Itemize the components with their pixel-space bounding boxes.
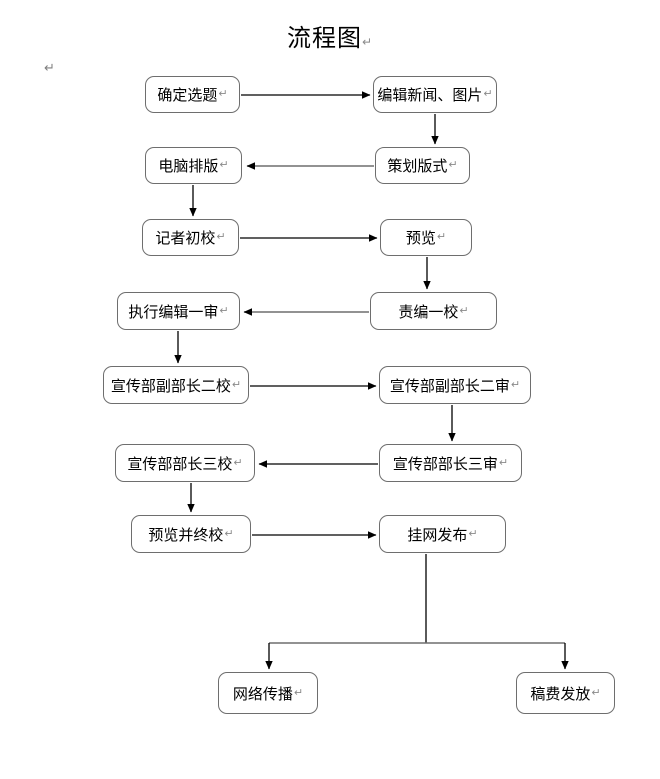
edge-publish-online-split xyxy=(265,554,569,670)
node-return-mark: ↵ xyxy=(498,455,509,469)
page-title: 流程图↵ xyxy=(0,18,660,53)
node-label: 预览 xyxy=(405,229,436,247)
node-label: 宣传部副部长二审 xyxy=(389,376,510,395)
node-return-mark: ↵ xyxy=(219,303,229,317)
node-reporter-first-proof[interactable]: 记者初校↵ xyxy=(142,219,239,256)
node-deputy-director-second-proof[interactable]: 宣传部副部长二校↵ xyxy=(103,366,249,404)
node-computer-typesetting[interactable]: 电脑排版↵ xyxy=(145,147,242,184)
node-preview-and-final-proof[interactable]: 预览并终校↵ xyxy=(131,515,251,553)
node-network-dissemination[interactable]: 网络传播↵ xyxy=(218,672,318,714)
node-return-mark: ↵ xyxy=(293,685,304,699)
node-label: 宣传部部长三校 xyxy=(127,454,233,473)
node-return-mark: ↵ xyxy=(219,158,229,171)
node-label: 确定选题 xyxy=(157,86,218,104)
node-return-mark: ↵ xyxy=(483,87,493,100)
node-label: 策划版式 xyxy=(387,157,448,175)
node-label: 电脑排版 xyxy=(158,157,219,175)
node-confirm-topic[interactable]: 确定选题↵ xyxy=(145,76,240,113)
node-return-mark: ↵ xyxy=(591,685,601,699)
node-return-mark: ↵ xyxy=(459,303,469,317)
node-label: 责编一校 xyxy=(398,302,459,321)
node-label: 挂网发布 xyxy=(407,525,468,544)
node-label: 宣传部副部长二校 xyxy=(110,376,231,395)
node-return-mark: ↵ xyxy=(231,377,242,391)
node-director-third-review[interactable]: 宣传部部长三审↵ xyxy=(379,444,522,482)
node-return-mark: ↵ xyxy=(448,158,458,171)
node-return-mark: ↵ xyxy=(218,87,228,100)
node-label: 编辑新闻、图片 xyxy=(377,86,483,104)
node-deputy-director-second-review[interactable]: 宣传部副部长二审↵ xyxy=(379,366,531,404)
node-label: 执行编辑一审 xyxy=(128,302,219,321)
node-return-mark: ↵ xyxy=(468,526,478,540)
node-publish-online[interactable]: 挂网发布↵ xyxy=(379,515,506,553)
node-return-mark: ↵ xyxy=(224,526,234,540)
node-label: 预览并终校 xyxy=(148,525,224,544)
node-return-mark: ↵ xyxy=(436,230,447,243)
node-label: 稿费发放 xyxy=(530,684,591,703)
page-title-text: 流程图 xyxy=(286,24,362,52)
node-managing-editor-first-proof[interactable]: 责编一校↵ xyxy=(370,292,497,330)
page-title-return-mark: ↵ xyxy=(361,35,374,49)
node-label: 网络传播 xyxy=(232,684,293,703)
node-director-third-proof[interactable]: 宣传部部长三校↵ xyxy=(115,444,255,482)
node-edit-news-and-photos[interactable]: 编辑新闻、图片↵ xyxy=(373,76,497,113)
node-return-mark: ↵ xyxy=(233,455,243,469)
node-return-mark: ↵ xyxy=(510,377,521,391)
node-executive-editor-first-review[interactable]: 执行编辑一审↵ xyxy=(117,292,240,330)
stray-return-mark: ↵ xyxy=(44,61,55,76)
node-payment-distribution[interactable]: 稿费发放↵ xyxy=(516,672,615,714)
node-label: 记者初校 xyxy=(155,229,216,247)
node-return-mark: ↵ xyxy=(216,230,226,243)
node-plan-layout[interactable]: 策划版式↵ xyxy=(375,147,470,184)
node-label: 宣传部部长三审 xyxy=(392,454,498,473)
node-preview[interactable]: 预览↵ xyxy=(380,219,472,256)
